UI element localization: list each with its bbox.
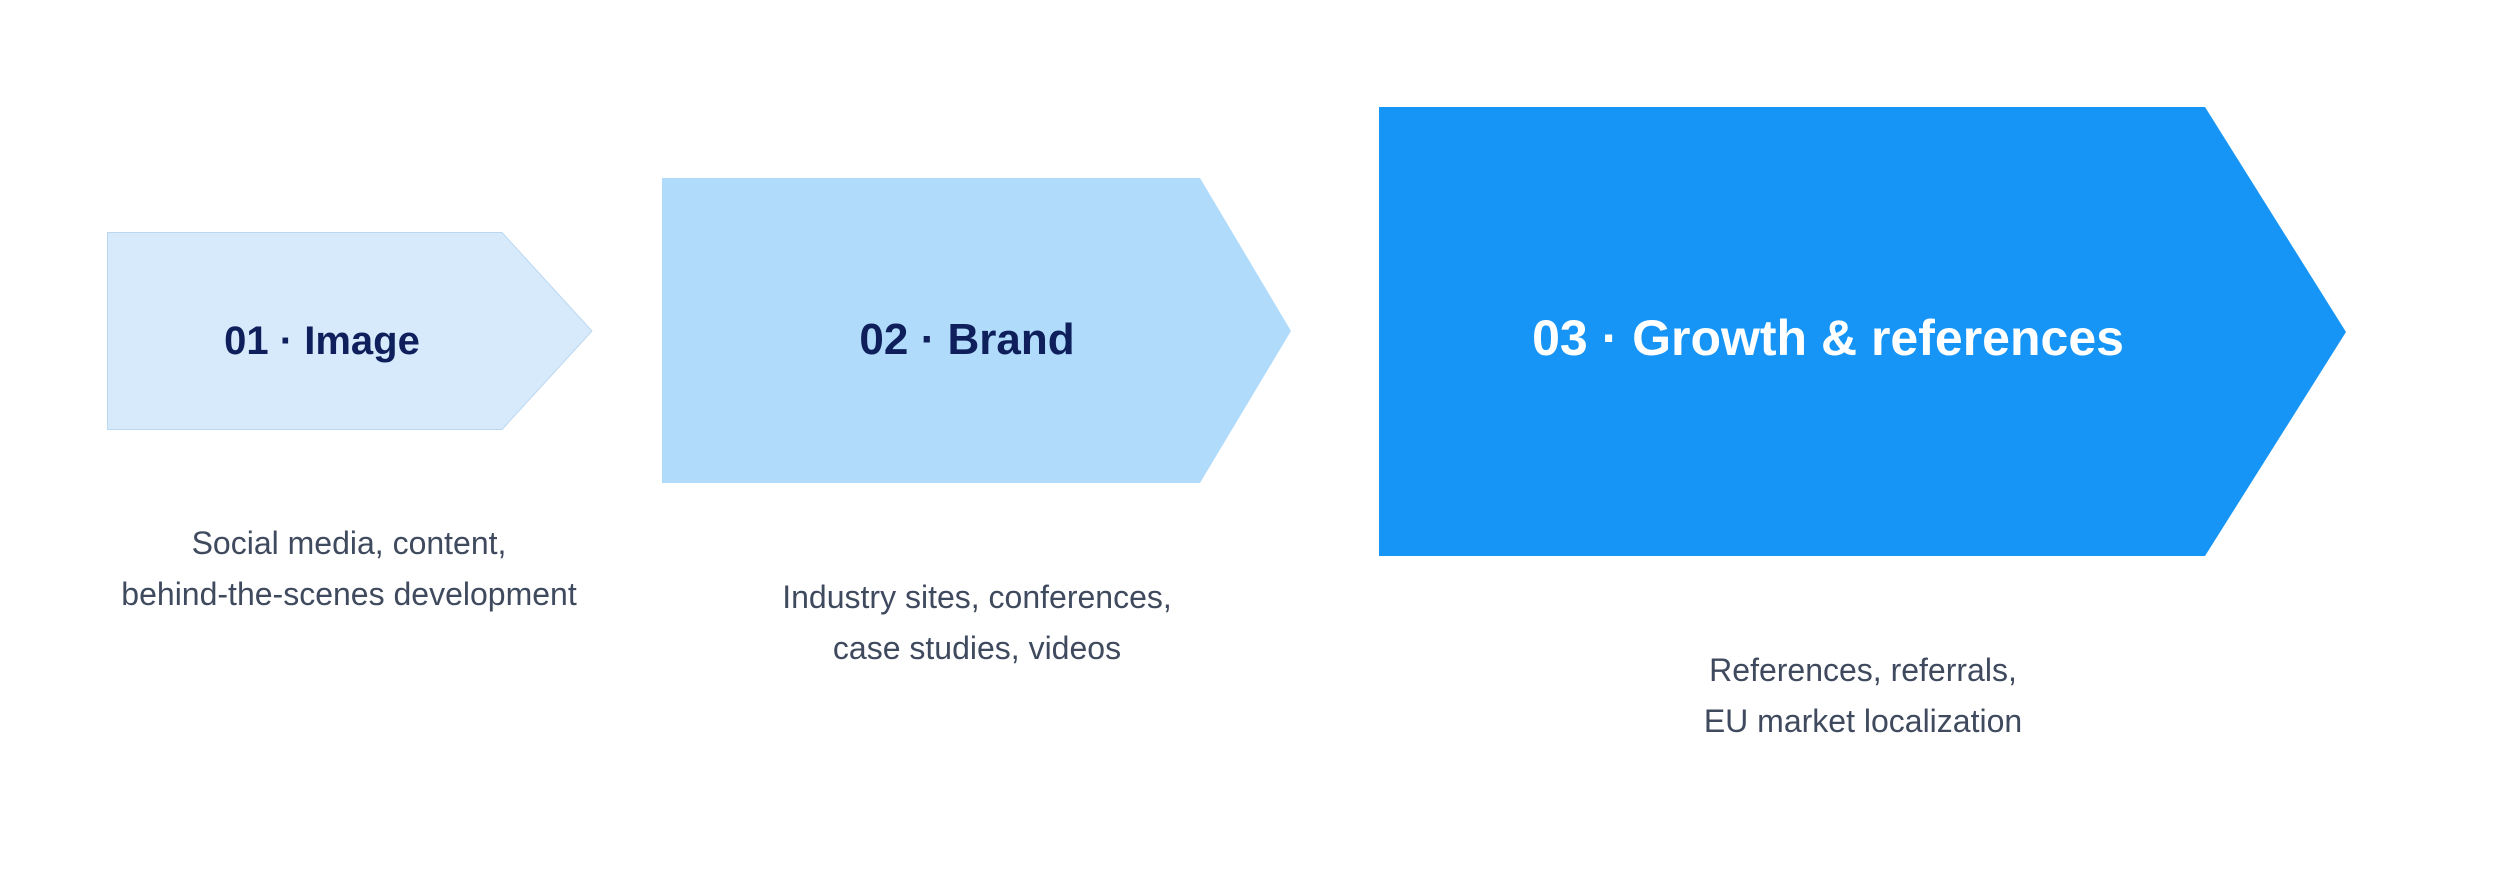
step-1-description: Social media, content, behind-the-scenes… — [121, 518, 576, 620]
step-3-label: 03 · Growth & references — [1532, 310, 2124, 366]
step-1-shape — [107, 232, 593, 430]
step-2-description-line-1: Industry sites, conferences, — [782, 579, 1172, 615]
step-2-arrow: 02 · Brand — [662, 178, 1292, 484]
step-1-arrow: 01 · Image — [107, 232, 593, 430]
step-3-arrow: 03 · Growth & references — [1379, 107, 2347, 557]
step-3-shape — [1379, 107, 2346, 556]
step-1-description-line-1: Social media, content, — [191, 525, 507, 561]
step-1-description-line-2: behind-the-scenes development — [121, 576, 577, 612]
step-3-description-line-1: References, referrals, — [1709, 652, 2017, 688]
step-1-label: 01 · Image — [224, 319, 420, 363]
step-2-description-line-2: case studies, videos — [832, 630, 1122, 666]
step-2-shape — [662, 178, 1291, 483]
step-3-description: References, referrals, EU market localiz… — [1704, 645, 2022, 747]
step-2-description: Industry sites, conferences, case studie… — [782, 572, 1172, 674]
step-2-label: 02 · Brand — [859, 315, 1075, 364]
step-3-description-line-2: EU market localization — [1703, 703, 2023, 739]
